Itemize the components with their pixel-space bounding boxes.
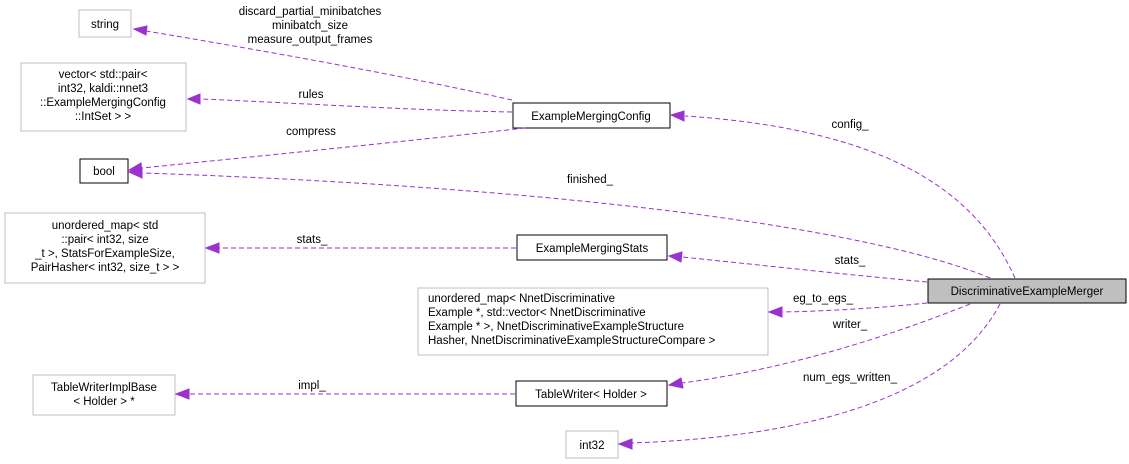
node-unordered-map-stats-line-2: ::pair< int32, size	[61, 234, 148, 246]
node-unordered-map-egs-line-1: unordered_map< NnetDiscriminative	[428, 293, 615, 305]
edge-label-finished: finished_	[567, 174, 614, 186]
node-unordered-map-egs-line-2: Example *, std::vector< NnetDiscriminati…	[428, 307, 646, 319]
node-unordered-map-stats-line-1: unordered_map< std	[52, 220, 158, 232]
node-vector-pair-line-4: ::IntSet > >	[75, 111, 132, 123]
node-unordered-map-egs-line-4: Hasher, NnetDiscriminativeExampleStructu…	[428, 335, 716, 347]
node-vector-pair[interactable]: vector< std::pair< int32, kaldi::nnet3 :…	[20, 62, 187, 132]
edge-merger-to-int32: num_egs_written_	[617, 303, 1001, 450]
node-example-merging-config[interactable]: ExampleMergingConfig	[512, 102, 671, 129]
node-unordered-map-stats-line-4: PairHasher< int32, size_t > >	[31, 262, 180, 274]
edge-config-to-vector: rules	[186, 89, 513, 113]
edge-label-eg-to-egs: eg_to_egs_	[793, 293, 854, 305]
node-table-writer-label: TableWriter< Holder >	[535, 389, 647, 401]
edge-label-discard-partial-minibatches: discard_partial_minibatches	[239, 6, 382, 18]
node-example-merging-stats-label: ExampleMergingStats	[536, 243, 649, 255]
edge-label-measure-output-frames: measure_output_frames	[248, 34, 373, 46]
node-table-writer-impl-line-1: TableWriterImplBase	[51, 382, 157, 394]
node-unordered-map-stats[interactable]: unordered_map< std ::pair< int32, size _…	[4, 212, 206, 284]
edge-merger-to-stats: stats_	[667, 251, 928, 283]
node-bool[interactable]: bool	[79, 158, 129, 184]
edge-label-stats-map: stats_	[297, 234, 328, 246]
edge-merger-to-egsmap: eg_to_egs_	[767, 293, 928, 318]
node-int32-label: int32	[580, 440, 605, 452]
edge-label-num-egs-written: num_egs_written_	[803, 372, 898, 384]
node-unordered-map-stats-line-3: _t >, StatsForExampleSize,	[34, 248, 175, 260]
node-int32[interactable]: int32	[565, 430, 619, 459]
edge-writer-to-impl: impl_	[174, 380, 515, 400]
node-bool-label: bool	[93, 166, 115, 178]
edge-label-minibatch-size: minibatch_size	[272, 20, 348, 32]
edge-stats-to-map: stats_	[204, 234, 516, 254]
edge-label-stats: stats_	[835, 255, 866, 267]
node-example-merging-stats[interactable]: ExampleMergingStats	[516, 234, 668, 261]
node-discriminative-example-merger[interactable]: DiscriminativeExampleMerger	[927, 278, 1127, 304]
edge-label-writer: writer_	[832, 319, 868, 331]
edge-merger-to-bool: finished_	[127, 167, 991, 279]
edge-merger-to-config: config_	[669, 110, 1016, 279]
edge-label-config: config_	[831, 119, 869, 131]
edge-config-to-bool: compress	[127, 126, 526, 174]
node-unordered-map-egs-line-3: Example * >, NnetDiscriminativeExampleSt…	[428, 321, 684, 333]
edge-config-to-string: discard_partial_minibatches minibatch_si…	[132, 6, 513, 101]
node-vector-pair-line-2: int32, kaldi::nnet3	[58, 83, 148, 95]
node-table-writer-impl[interactable]: TableWriterImplBase < Holder > *	[32, 374, 176, 416]
node-vector-pair-line-1: vector< std::pair<	[59, 69, 148, 81]
node-table-writer-impl-line-2: < Holder > *	[73, 396, 135, 408]
node-string-label: string	[91, 19, 119, 31]
node-table-writer[interactable]: TableWriter< Holder >	[515, 380, 668, 407]
edge-label-compress: compress	[286, 126, 336, 138]
node-unordered-map-egs[interactable]: unordered_map< NnetDiscriminative Exampl…	[417, 287, 769, 356]
edge-merger-to-writer: writer_	[667, 303, 971, 389]
node-example-merging-config-label: ExampleMergingConfig	[531, 111, 651, 123]
edge-label-impl: impl_	[298, 380, 326, 392]
node-vector-pair-line-3: ::ExampleMergingConfig	[40, 97, 166, 109]
node-discriminative-example-merger-label: DiscriminativeExampleMerger	[951, 286, 1104, 298]
node-string[interactable]: string	[78, 9, 132, 38]
edge-label-rules: rules	[299, 89, 324, 101]
